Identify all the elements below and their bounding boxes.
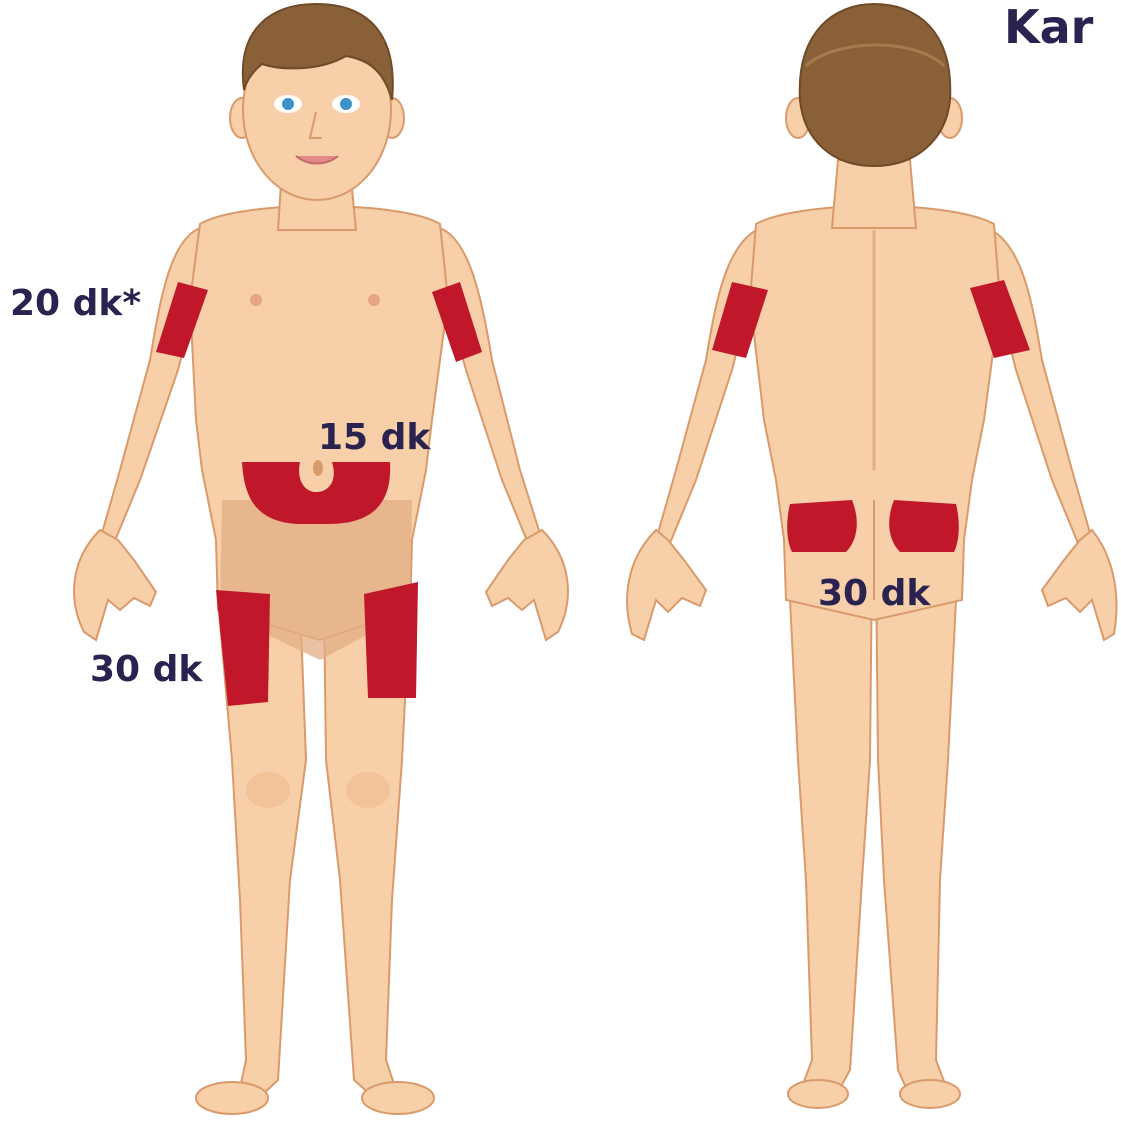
- back-figure: [627, 4, 1116, 1108]
- label-thigh-time: 30 dk: [90, 652, 202, 688]
- eye-left-icon: [282, 98, 294, 110]
- zone-left-buttock: [787, 500, 857, 552]
- zone-left-thigh: [216, 590, 270, 706]
- back-head: [786, 4, 962, 166]
- back-legs: [788, 560, 960, 1108]
- back-neck: [832, 160, 916, 228]
- navel: [313, 460, 323, 476]
- label-arm-time: 20 dk*: [10, 286, 141, 322]
- label-buttocks-time: 30 dk: [818, 576, 930, 612]
- nipple-right: [368, 294, 380, 306]
- zone-right-thigh: [364, 582, 418, 698]
- front-figure: [74, 4, 568, 1114]
- page-title: Kar: [1004, 4, 1093, 50]
- eye-right-icon: [340, 98, 352, 110]
- label-abdomen-time: 15 dk: [318, 420, 430, 456]
- nipple-left: [250, 294, 262, 306]
- back-hair: [800, 4, 951, 166]
- front-head: [230, 4, 404, 200]
- zone-right-buttock: [889, 500, 959, 552]
